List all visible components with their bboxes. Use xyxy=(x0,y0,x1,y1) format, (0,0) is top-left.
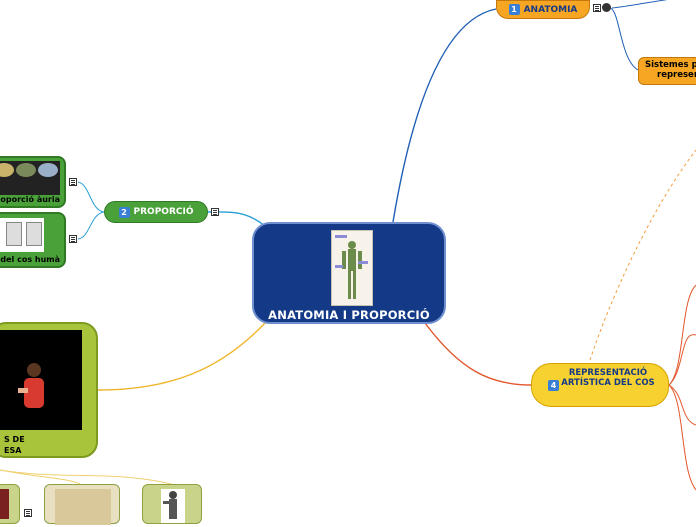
notes-icon[interactable] xyxy=(24,509,32,517)
sculpture-thumbnail xyxy=(161,489,185,523)
link-repr-4 xyxy=(668,384,696,491)
subtopic-proporcio-cos-label: del cos humà xyxy=(0,255,60,264)
notes-icon[interactable] xyxy=(211,208,219,216)
topic-proporcio-label: PROPORCIÓ xyxy=(133,207,194,217)
subtopic-image-1[interactable] xyxy=(0,484,20,524)
topic-anatomia[interactable]: 1 ANATOMIA xyxy=(496,0,590,19)
link-count-icon[interactable] xyxy=(602,3,611,12)
body-proportion-images xyxy=(0,218,44,252)
subtopic-proporcio-auria-label: oporció àuria xyxy=(0,195,60,204)
subtopic-proporcio-auria[interactable]: oporció àuria xyxy=(0,156,66,208)
golden-ratio-images xyxy=(0,161,60,195)
link-sistemes xyxy=(609,7,639,71)
central-topic-title: ANATOMIA I PROPORCIÓ xyxy=(268,308,430,322)
topic-representacio[interactable]: 4 REPRESENTACIÓ ARTÍSTICA DEL COS xyxy=(531,363,669,407)
topic-sistemes-line1: Sistemes p xyxy=(645,60,696,70)
link-prop-auria xyxy=(77,181,105,213)
speaker-figure xyxy=(18,363,44,408)
link-anatomia xyxy=(392,8,497,223)
subtopic-image-2[interactable] xyxy=(44,484,120,525)
subtopic-proporcio-cos[interactable]: del cos humà xyxy=(0,212,66,268)
vitruvian-man-thumbnail xyxy=(55,489,111,525)
anatomy-figure-thumbnail xyxy=(331,230,373,306)
notes-icon[interactable] xyxy=(69,178,77,186)
artwork-thumbnail xyxy=(0,489,9,519)
topic-sistemes[interactable]: Sistemes p represen xyxy=(638,57,696,85)
topic-sistemes-line2: represen xyxy=(657,70,696,80)
central-topic[interactable]: ANATOMIA I PROPORCIÓ xyxy=(252,222,446,324)
topic-number-badge: 2 xyxy=(118,206,130,218)
topic-anatomia-label: ANATOMIA xyxy=(523,4,578,15)
link-video xyxy=(97,322,266,391)
link-representacio xyxy=(424,322,532,386)
topic-number-badge: 4 xyxy=(548,380,559,391)
link-prop-cos xyxy=(77,211,105,240)
subtopic-video-label: S DE ESA xyxy=(4,435,25,455)
link-anat-right xyxy=(611,0,668,9)
link-repr-1 xyxy=(668,284,696,386)
link-repr-2 xyxy=(668,334,696,386)
topic-representacio-label: REPRESENTACIÓ ARTÍSTICA DEL COS xyxy=(561,368,655,388)
topic-number-badge: 1 xyxy=(508,4,520,15)
link-bottom-2 xyxy=(0,469,83,486)
link-repr-3 xyxy=(668,384,696,426)
subtopic-image-3[interactable] xyxy=(142,484,202,524)
link-dashed xyxy=(589,149,696,361)
subtopic-video[interactable]: S DE ESA xyxy=(0,322,98,458)
notes-icon[interactable] xyxy=(593,4,601,12)
link-bottom-1 xyxy=(0,469,176,486)
notes-icon[interactable] xyxy=(69,235,77,243)
topic-proporcio[interactable]: 2 PROPORCIÓ xyxy=(104,201,208,223)
video-thumbnail[interactable] xyxy=(0,330,82,430)
